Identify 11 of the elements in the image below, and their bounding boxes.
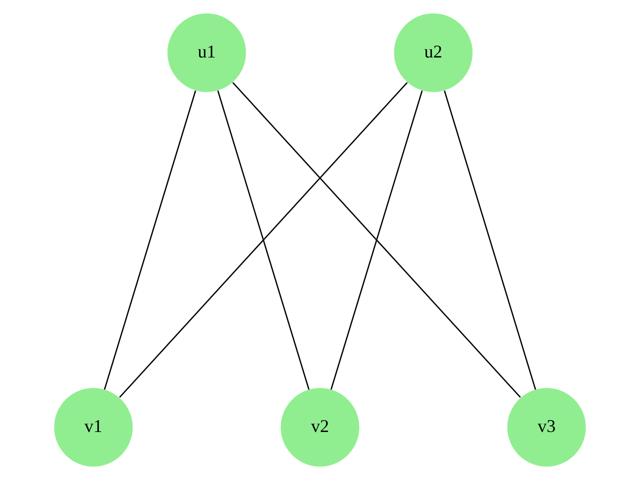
connector xyxy=(217,90,310,390)
node-circle: u2 xyxy=(394,13,473,92)
connector xyxy=(104,90,196,390)
connector xyxy=(330,90,423,390)
connector xyxy=(119,82,408,398)
connector xyxy=(444,90,536,390)
node-circle: v3 xyxy=(507,388,586,467)
node-circle: v1 xyxy=(54,388,133,467)
node-circle: v2 xyxy=(280,388,360,467)
connector xyxy=(232,82,521,398)
node-circle: u1 xyxy=(167,13,246,92)
